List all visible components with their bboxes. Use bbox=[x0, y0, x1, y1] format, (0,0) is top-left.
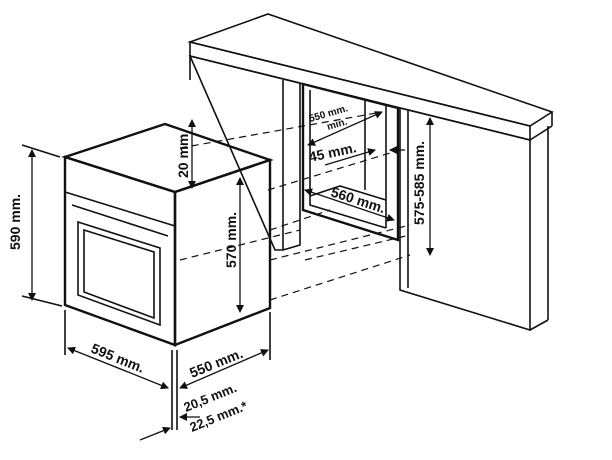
door-handle bbox=[71, 204, 169, 237]
cabinet-left-panel bbox=[188, 54, 301, 251]
oven-depth-label: 550 mm. bbox=[187, 345, 245, 381]
projection-line bbox=[269, 224, 411, 261]
oven-width-label: 595 mm. bbox=[89, 340, 147, 376]
oven-depth-arrow bbox=[179, 349, 269, 389]
niche-depth-arrow bbox=[307, 111, 383, 146]
oven-top bbox=[61, 122, 274, 194]
front-gap-arrow bbox=[139, 426, 171, 441]
extension-line bbox=[21, 295, 63, 307]
projection-line bbox=[269, 254, 411, 301]
dimension-arrows bbox=[21, 111, 434, 441]
niche-width-arrow bbox=[304, 188, 395, 222]
projection-line bbox=[267, 149, 401, 191]
oven-height-label: 590 mm. bbox=[7, 194, 23, 250]
top-gap-label: 20 mm. bbox=[175, 130, 191, 178]
control-panel-line bbox=[64, 191, 176, 227]
projection-line bbox=[304, 234, 411, 261]
rear-gap-label: 45 mm. bbox=[307, 139, 358, 165]
niche-height-label: 575-585 mm. bbox=[411, 141, 427, 225]
oven bbox=[61, 122, 274, 347]
oven-front bbox=[63, 155, 177, 347]
kitchen-cabinet bbox=[187, 13, 554, 332]
extension-line bbox=[21, 144, 61, 158]
oven-body-height-label: 570 mm. bbox=[223, 212, 239, 268]
rear-gap-arrow bbox=[324, 148, 376, 166]
cabinet-side-line bbox=[529, 319, 549, 331]
niche-width-label: 560 mm. bbox=[329, 184, 387, 217]
door-window bbox=[77, 220, 161, 327]
oven-side bbox=[173, 158, 272, 347]
countertop-edge bbox=[189, 40, 531, 142]
oven-width-arrow bbox=[67, 346, 169, 390]
door-window-inner bbox=[83, 228, 155, 320]
niche-frame bbox=[301, 82, 400, 242]
